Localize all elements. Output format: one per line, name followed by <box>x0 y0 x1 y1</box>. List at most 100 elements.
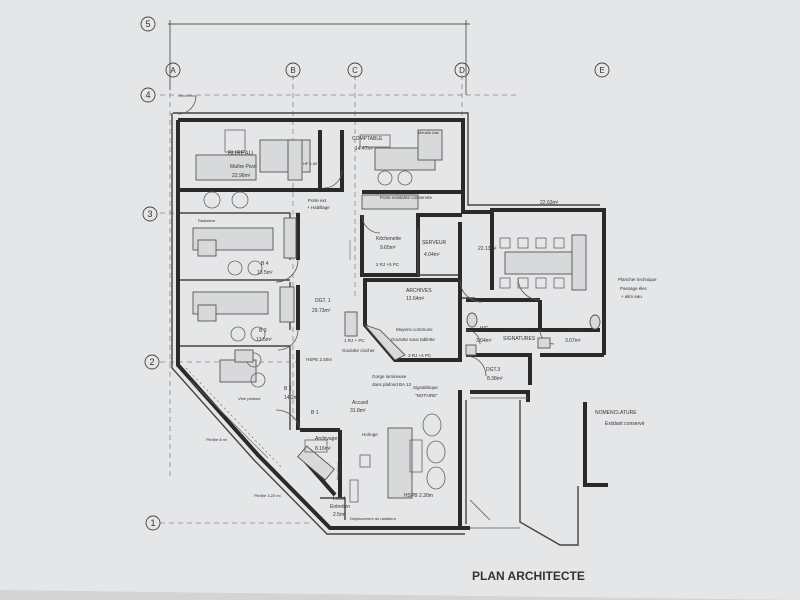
axis-label: 1 <box>150 518 155 528</box>
axis-bubble-col-d: D <box>454 62 470 78</box>
porte-ext-label: Porte ext. <box>308 198 327 203</box>
hspe-label: HSPE 2.50m <box>306 357 332 362</box>
alim-eau-label: + alim eau <box>621 294 642 299</box>
axis-bubble-row-3: 3 <box>142 206 158 222</box>
room-bureau-sub: Maître Pivot <box>230 164 257 170</box>
drawing-title: PLAN ARCHITECTE <box>472 569 585 583</box>
axis-bubble-col-a: A <box>165 62 181 78</box>
room-archives-name: ARCHIVES <box>406 288 432 294</box>
room-bureau-area: 22.96m² <box>232 173 251 179</box>
room-archivage-area: 8.16m² <box>315 446 331 452</box>
rj-pc-2-label: 2 RJ +5 PC <box>376 262 400 267</box>
room-serveur-name: SERVEUR <box>422 240 446 246</box>
axis-bubble-row-2: 2 <box>144 354 160 370</box>
plinthe-1-label: Plinthe 8 ml <box>206 437 227 442</box>
signaletique-label: Signalétique <box>413 385 438 390</box>
room-kitchenette-area: 9.65m² <box>380 245 396 251</box>
gorge-label: Gorge lumineuse <box>372 374 407 379</box>
room-bureau-name: BUREAU <box>228 151 253 157</box>
room-archives-area: 12.64m² <box>406 296 425 302</box>
room-accueil-area: 31.8m² <box>350 408 366 414</box>
room-wch-name: WC H. <box>566 328 581 334</box>
goulotte-clocher-label: Goulotte clocher <box>342 348 375 353</box>
room-salle-reunion-area: 22.13m² <box>478 246 497 252</box>
axis-label: 5 <box>145 19 150 29</box>
rj-pc-1-label: 1 RJ + PC <box>344 338 365 343</box>
salle-signatures-line1: SALLE DES <box>503 328 531 334</box>
room-b4-area: 13.5m² <box>257 270 273 276</box>
plafond-label: dans plafond BA 13 <box>372 382 412 387</box>
room-archivage-name: Archivage <box>315 436 337 442</box>
room-wch-area: 3.07m² <box>565 338 581 344</box>
axis-bubble-row-5: 5 <box>140 16 156 32</box>
room-dgt3-area: 8.38m² <box>487 376 503 382</box>
rj-pc-3-label: 3 RJ +4 PC <box>408 353 432 358</box>
room-comptable-name: COMPTABLE <box>352 136 383 142</box>
furniture-b4 <box>192 217 297 276</box>
furniture-b3 <box>192 286 295 342</box>
furniture-accueil <box>349 413 446 503</box>
room-b3-area: 13.5m² <box>256 337 272 343</box>
room-dgt3-name: DGT.3 <box>486 367 500 373</box>
room-b2-area: 14.2m² <box>284 395 300 401</box>
room-kitchenette-name: Kitchenette <box>376 236 401 242</box>
paper-shadow <box>0 590 800 600</box>
room-serveur-area: 4.04m² <box>424 252 440 258</box>
radiateur-label: Radiateur <box>198 218 216 223</box>
habillage-label: + Habillage <box>307 205 330 210</box>
room-accueil-name: Accueil <box>352 400 368 406</box>
axis-bubble-row-4: 4 <box>140 87 156 103</box>
nomenclature-label: NOMENCLATURE <box>595 410 637 416</box>
room-dgt1-area: 29.73m² <box>312 308 331 314</box>
room-comptable-area: 14.47m² <box>355 146 374 152</box>
axis-bubble-col-c: C <box>347 62 363 78</box>
furniture-comptable <box>359 129 443 186</box>
interior-walls <box>180 130 606 520</box>
etageres-label: Étagères <box>335 461 341 480</box>
furniture-bureau <box>195 129 311 209</box>
furniture-salle-reunion <box>499 234 587 291</box>
meuble-bas-label: Meuble bas <box>418 130 439 135</box>
room-b3-name: B 3 <box>259 328 267 334</box>
axis-label: C <box>352 66 358 75</box>
axis-label: D <box>459 66 465 75</box>
room-local-name: Local <box>333 496 345 502</box>
axis-bubble-row-1: 1 <box>145 515 161 531</box>
room-area-top-right: 22.63m² <box>540 200 559 206</box>
room-wc-area: 3.04m² <box>476 338 492 344</box>
annex-walls <box>458 390 608 546</box>
axis-label: 3 <box>147 209 152 219</box>
room-b2-name: B 2 <box>284 386 292 392</box>
horloge-label: Horloge <box>362 432 378 437</box>
passage-elec-label: Passage élec <box>620 286 648 291</box>
plancher-technique-label: Plancher technique <box>618 277 657 282</box>
top-dimension-line <box>168 20 470 95</box>
notaire-label: "NOTAIRE" <box>415 393 438 398</box>
salle-signatures-line2: SIGNATURES <box>503 336 536 342</box>
deplacement-label: Déplacement du radiateur <box>350 516 397 521</box>
furniture-wc <box>465 312 601 356</box>
axis-label: 4 <box>145 90 150 100</box>
furniture-kitchenette <box>349 194 419 260</box>
goulotte-label: Goulotte sous tablette <box>391 337 435 342</box>
room-b4-name: B 4 <box>261 261 269 267</box>
axis-label: E <box>599 66 604 75</box>
room-local-area: 2.5m² <box>333 512 346 518</box>
furniture-archivage <box>297 439 335 481</box>
axis-label: 2 <box>149 357 154 367</box>
furniture-archives <box>344 311 406 361</box>
room-b1-name: B 1 <box>311 410 319 416</box>
axis-label: B <box>290 66 295 75</box>
existant-conserve-label: Existant conservé <box>605 421 645 427</box>
porte-existante-label: Porte existante conservée <box>380 195 433 200</box>
room-dgt1-name: DGT. 1 <box>315 298 331 304</box>
plinthe-2-label: Plinthe 3.20 ml <box>254 493 281 498</box>
axis-bubble-col-b: B <box>285 62 301 78</box>
axis-label: A <box>170 66 176 75</box>
room-local-sub: Entretien <box>330 504 350 510</box>
moyens-communs-label: Moyens communs <box>396 327 433 332</box>
hf-label: HF 1.80 <box>303 161 318 166</box>
axis-bubble-col-e: E <box>594 62 610 78</box>
